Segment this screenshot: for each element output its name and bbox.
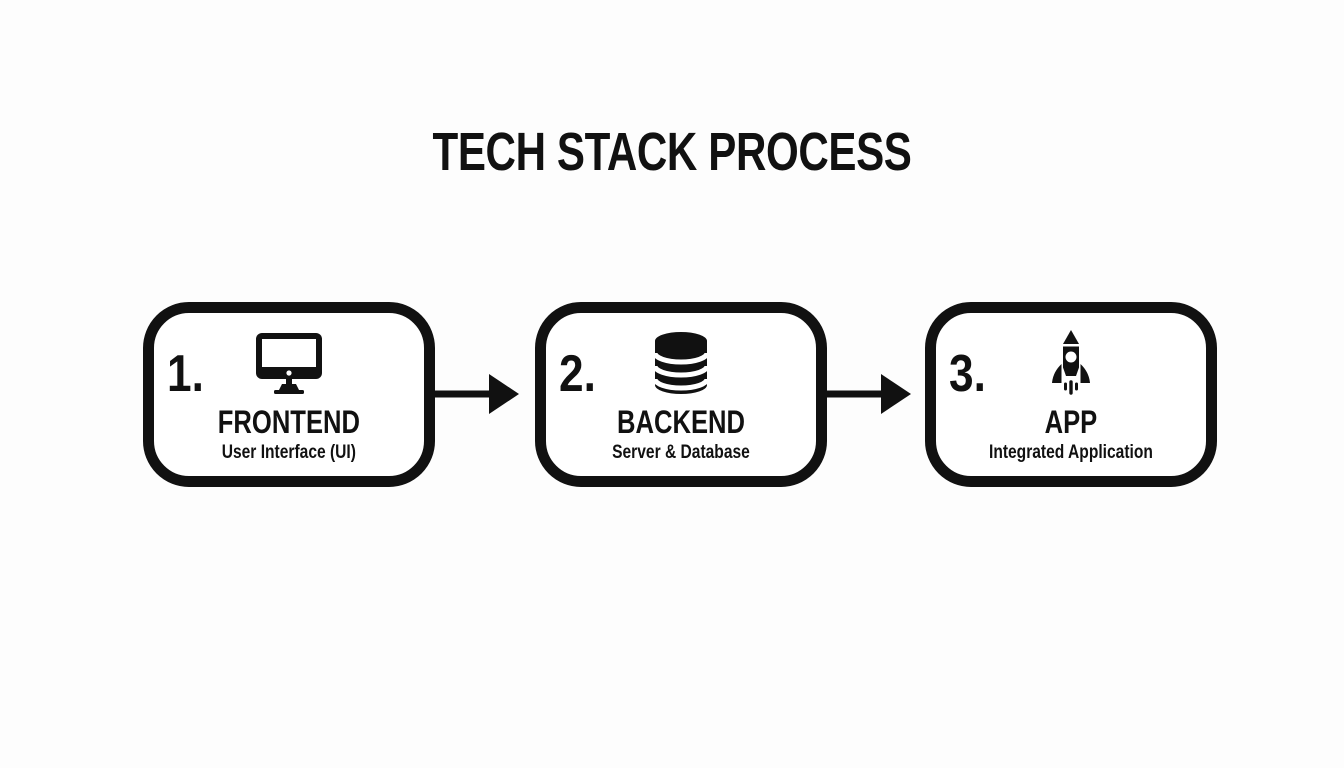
step-subtitle: User Interface (UI) (221, 442, 357, 463)
monitor-icon (255, 329, 323, 397)
database-icon (652, 329, 710, 397)
step-box-frontend: 1. FRONTEND User Interface (UI) (143, 302, 435, 487)
step-number: 2. (559, 345, 596, 403)
step-subtitle: Integrated Application (989, 442, 1153, 463)
arrow-right-icon (826, 372, 911, 416)
step-subtitle: Server & Database (612, 442, 750, 463)
step-number: 1. (167, 345, 204, 403)
page-title: TECH STACK PROCESS (432, 122, 912, 182)
step-number: 3. (949, 345, 986, 403)
step-box-backend: 2. BACKEND Server & Database (535, 302, 827, 487)
step-box-app: 3. APP Integrated Application (925, 302, 1217, 487)
arrow-right-icon (434, 372, 519, 416)
rocket-icon (1047, 329, 1095, 397)
step-title: APP (1044, 404, 1098, 440)
step-title: FRONTEND (217, 404, 361, 440)
step-title: BACKEND (617, 404, 745, 440)
